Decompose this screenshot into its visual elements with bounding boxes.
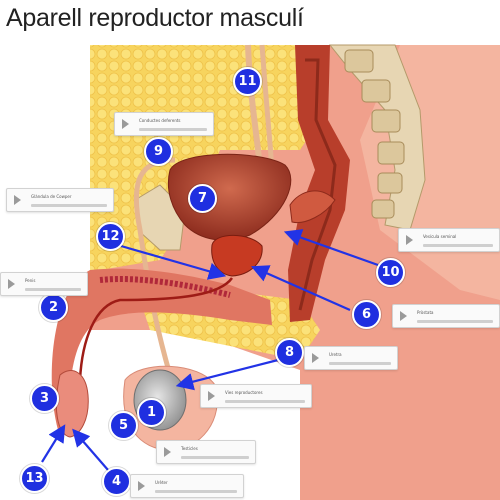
play-icon — [406, 235, 413, 245]
marker-3[interactable]: 3 — [30, 384, 59, 413]
marker-2[interactable]: 2 — [39, 293, 68, 322]
marker-9[interactable]: 9 — [144, 137, 173, 166]
marker-1[interactable]: 1 — [137, 398, 166, 427]
audio-progress-bar — [181, 456, 249, 459]
card-label: Vesícula seminal — [423, 234, 457, 239]
audio-progress-bar — [139, 128, 207, 131]
play-icon — [122, 119, 129, 129]
audio-progress-bar — [423, 244, 493, 247]
audio-progress-bar — [155, 490, 237, 493]
marker-6[interactable]: 6 — [352, 300, 381, 329]
card-label: Glàndula de Cowper — [31, 194, 72, 199]
audio-progress-bar — [31, 204, 107, 207]
seminal-vesicle — [289, 190, 336, 224]
label-card-vesicula-seminal[interactable]: Vesícula seminal — [398, 228, 500, 252]
pointer-arrows — [41, 229, 379, 471]
audio-progress-bar — [329, 362, 391, 365]
play-icon — [208, 391, 215, 401]
marker-10[interactable]: 10 — [376, 258, 405, 287]
card-label: Testicles — [181, 446, 198, 451]
bladder — [167, 153, 292, 241]
play-icon — [400, 311, 407, 321]
play-icon — [8, 279, 15, 289]
play-icon — [138, 481, 145, 491]
marker-4[interactable]: 4 — [102, 467, 131, 496]
label-card-penis[interactable]: Penis — [0, 272, 88, 296]
card-label: Penis — [25, 278, 36, 283]
penis-shaft — [51, 268, 273, 430]
play-icon — [312, 353, 319, 363]
label-card-conductes-deferents[interactable]: Conductes deferents — [114, 112, 214, 136]
glans — [55, 370, 89, 438]
marker-13[interactable]: 13 — [20, 464, 49, 493]
urethra — [76, 277, 234, 431]
play-icon — [164, 447, 171, 457]
marker-5[interactable]: 5 — [109, 411, 138, 440]
diagram-title: Aparell reproductor masculí — [6, 4, 304, 32]
marker-7[interactable]: 7 — [188, 184, 217, 213]
marker-11[interactable]: 11 — [233, 67, 262, 96]
audio-progress-bar — [25, 288, 81, 291]
rectum — [288, 45, 350, 322]
label-card-glandula-cowper[interactable]: Glàndula de Cowper — [6, 188, 114, 212]
label-card-testicles[interactable]: Testicles — [156, 440, 256, 464]
audio-progress-bar — [417, 320, 493, 323]
play-icon — [14, 195, 21, 205]
card-label: Conductes deferents — [139, 118, 181, 123]
sacrum-spine — [328, 44, 426, 231]
label-card-ureter[interactable]: Urèter — [130, 474, 244, 498]
audio-progress-bar — [225, 400, 305, 403]
card-label: Pròstata — [417, 310, 434, 315]
marker-8[interactable]: 8 — [275, 338, 304, 367]
label-card-vies-reproductores[interactable]: Vies reproductores — [200, 384, 312, 408]
label-card-prostata[interactable]: Pròstata — [392, 304, 500, 328]
label-card-uretra[interactable]: Uretra — [304, 346, 398, 370]
card-label: Vies reproductores — [225, 390, 263, 395]
card-label: Uretra — [329, 352, 342, 357]
marker-12[interactable]: 12 — [96, 222, 125, 251]
card-label: Urèter — [155, 480, 168, 485]
